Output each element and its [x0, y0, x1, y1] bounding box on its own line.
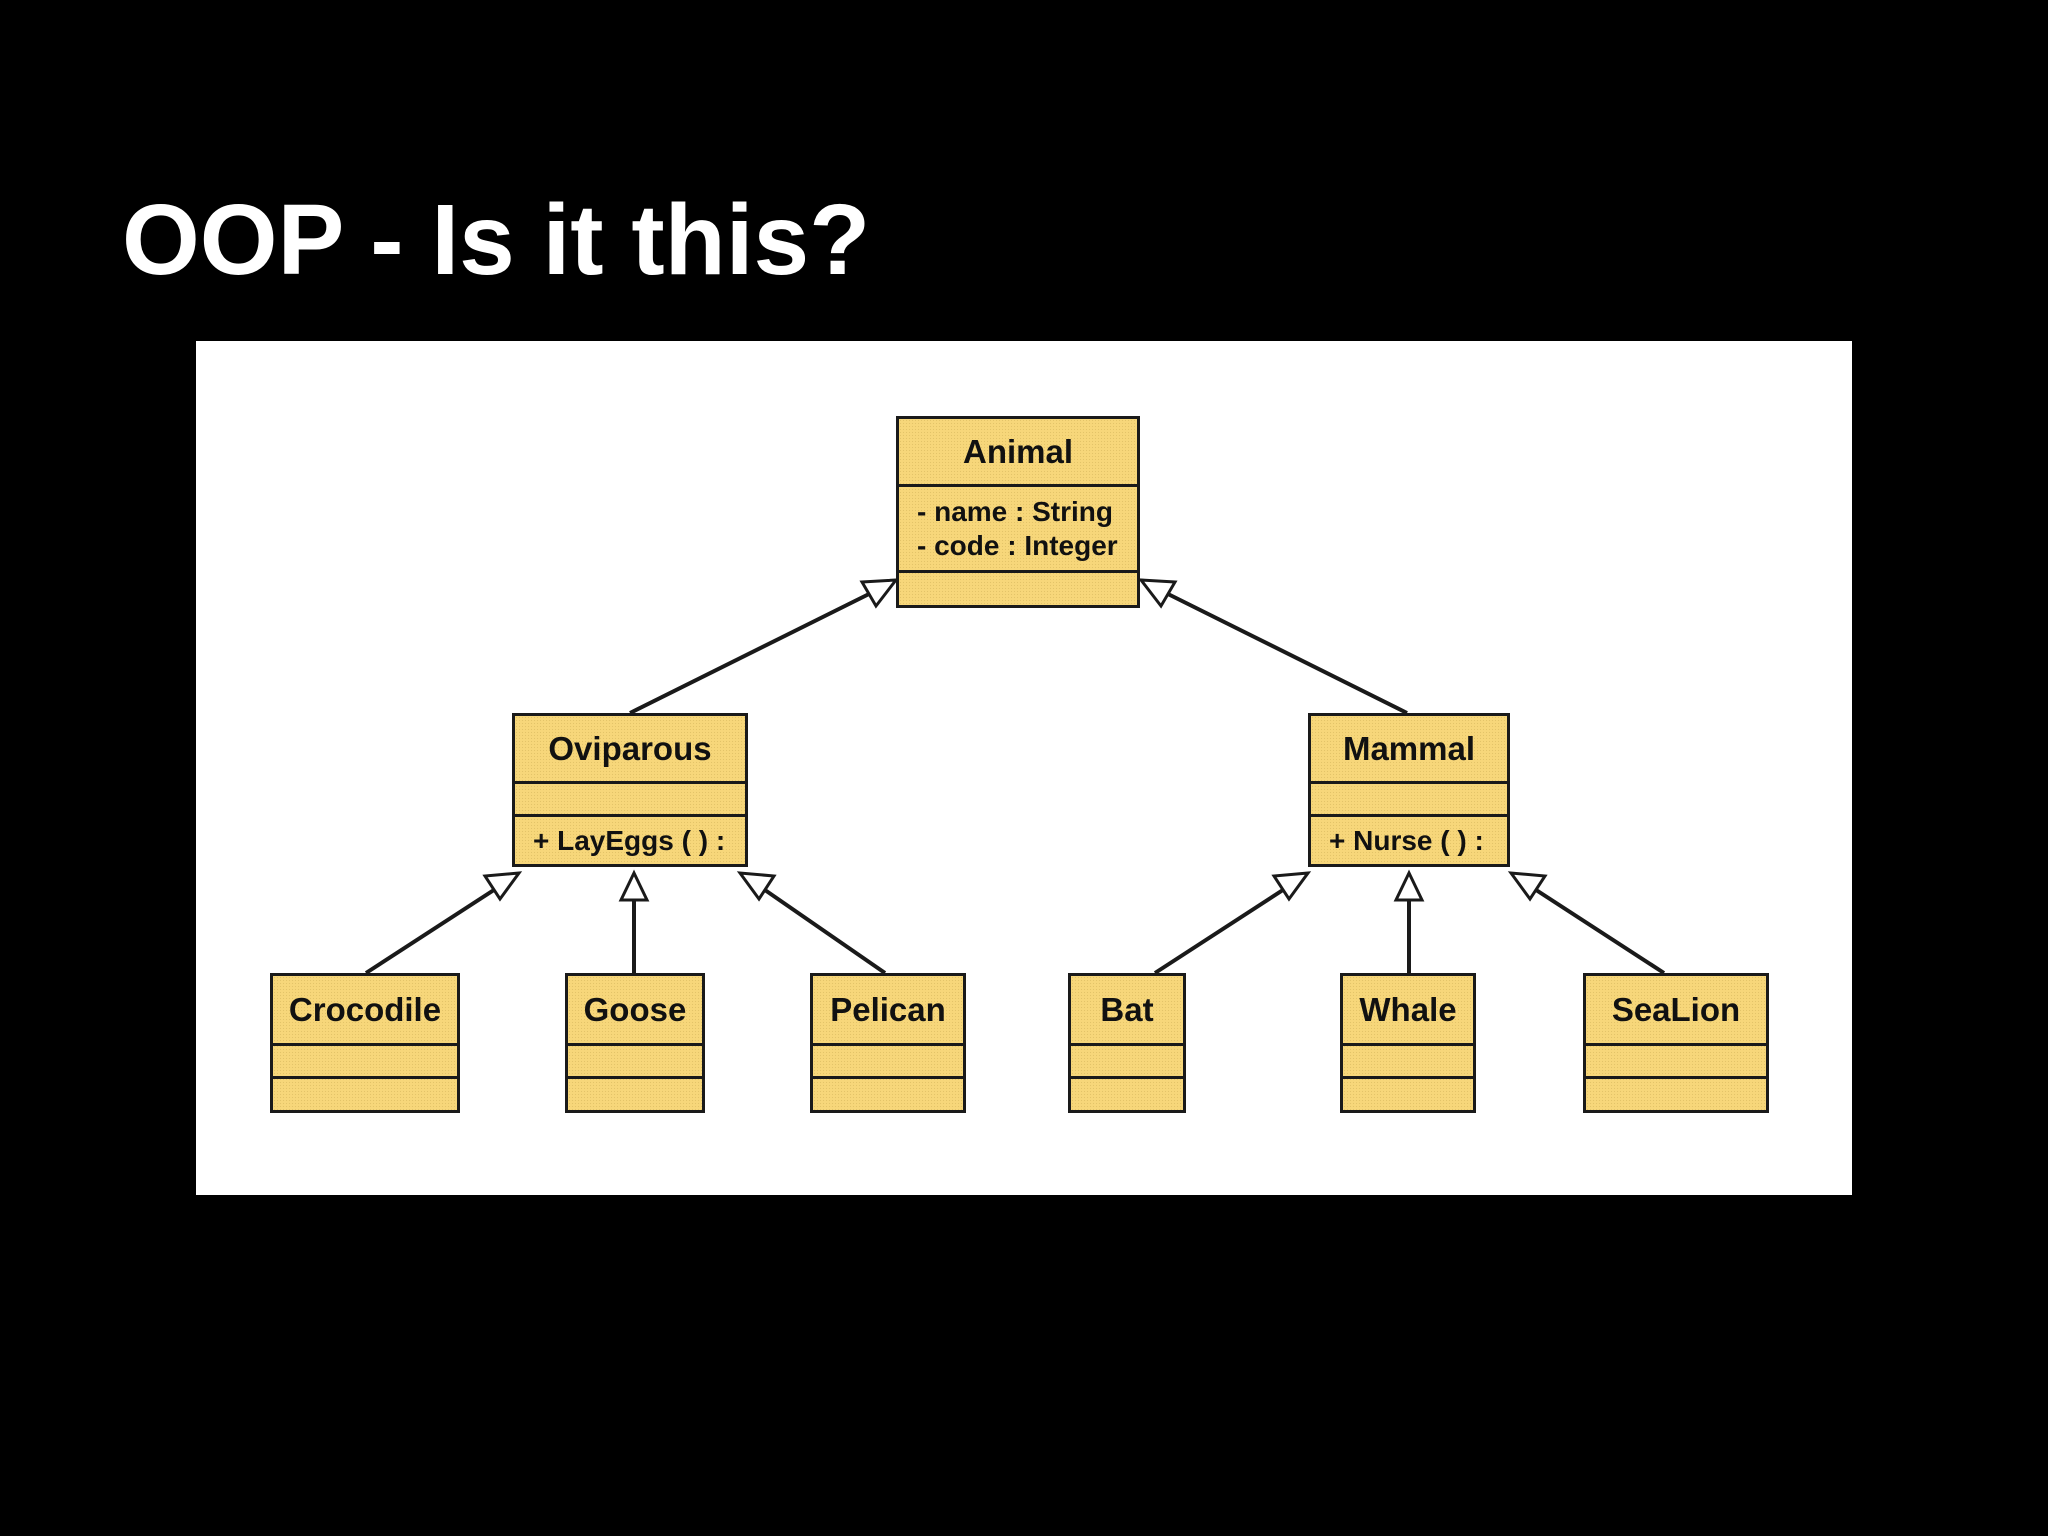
generalization-oviparous-animal	[629, 578, 900, 715]
class-whale-attributes	[1343, 1046, 1473, 1079]
generalization-goose-oviparous	[618, 869, 650, 973]
class-goose-name: Goose	[568, 976, 702, 1046]
generalization-bat-mammal	[1153, 871, 1312, 975]
class-oviparous-operations: + LayEggs ( ) :	[515, 817, 745, 864]
class-mammal-name: Mammal	[1311, 716, 1507, 784]
class-bat-name: Bat	[1071, 976, 1183, 1046]
class-mammal: Mammal + Nurse ( ) :	[1308, 713, 1510, 867]
class-oviparous-operation: + LayEggs ( ) :	[533, 824, 726, 856]
class-whale-operations	[1343, 1079, 1473, 1110]
class-bat: Bat	[1068, 973, 1186, 1113]
class-goose-attributes	[568, 1046, 702, 1079]
class-bat-operations	[1071, 1079, 1183, 1110]
class-goose-operations	[568, 1079, 702, 1110]
class-bat-attributes	[1071, 1046, 1183, 1079]
class-animal-attribute: - name : String	[917, 496, 1114, 527]
class-crocodile-operations	[273, 1079, 457, 1110]
class-animal: Animal - name : String - code : Integer	[896, 416, 1140, 608]
class-animal-operations	[899, 573, 1137, 605]
class-animal-name: Animal	[899, 419, 1137, 487]
class-goose: Goose	[565, 973, 705, 1113]
generalization-sealion-mammal	[1507, 871, 1666, 975]
class-sealion-attributes	[1586, 1046, 1766, 1079]
slide-title: OOP - Is it this?	[122, 184, 871, 296]
class-sealion: SeaLion	[1583, 973, 1769, 1113]
class-crocodile-name: Crocodile	[273, 976, 457, 1046]
class-pelican-operations	[813, 1079, 963, 1110]
generalization-pelican-oviparous	[736, 871, 887, 975]
class-oviparous: Oviparous + LayEggs ( ) :	[512, 713, 748, 867]
class-crocodile-attributes	[273, 1046, 457, 1079]
generalization-crocodile-oviparous	[364, 871, 523, 975]
class-pelican-attributes	[813, 1046, 963, 1079]
class-whale: Whale	[1340, 973, 1476, 1113]
class-animal-attribute: - code : Integer	[917, 530, 1118, 561]
generalization-whale-mammal	[1393, 869, 1425, 973]
class-mammal-attributes	[1311, 784, 1507, 817]
generalization-mammal-animal	[1137, 578, 1408, 715]
class-mammal-operations: + Nurse ( ) :	[1311, 817, 1507, 864]
class-sealion-name: SeaLion	[1586, 976, 1766, 1046]
class-crocodile: Crocodile	[270, 973, 460, 1113]
class-mammal-operation: + Nurse ( ) :	[1329, 824, 1484, 856]
class-whale-name: Whale	[1343, 976, 1473, 1046]
class-oviparous-attributes	[515, 784, 745, 817]
class-sealion-operations	[1586, 1079, 1766, 1110]
class-pelican-name: Pelican	[813, 976, 963, 1046]
class-animal-attributes: - name : String - code : Integer	[899, 487, 1137, 573]
class-oviparous-name: Oviparous	[515, 716, 745, 784]
class-pelican: Pelican	[810, 973, 966, 1113]
